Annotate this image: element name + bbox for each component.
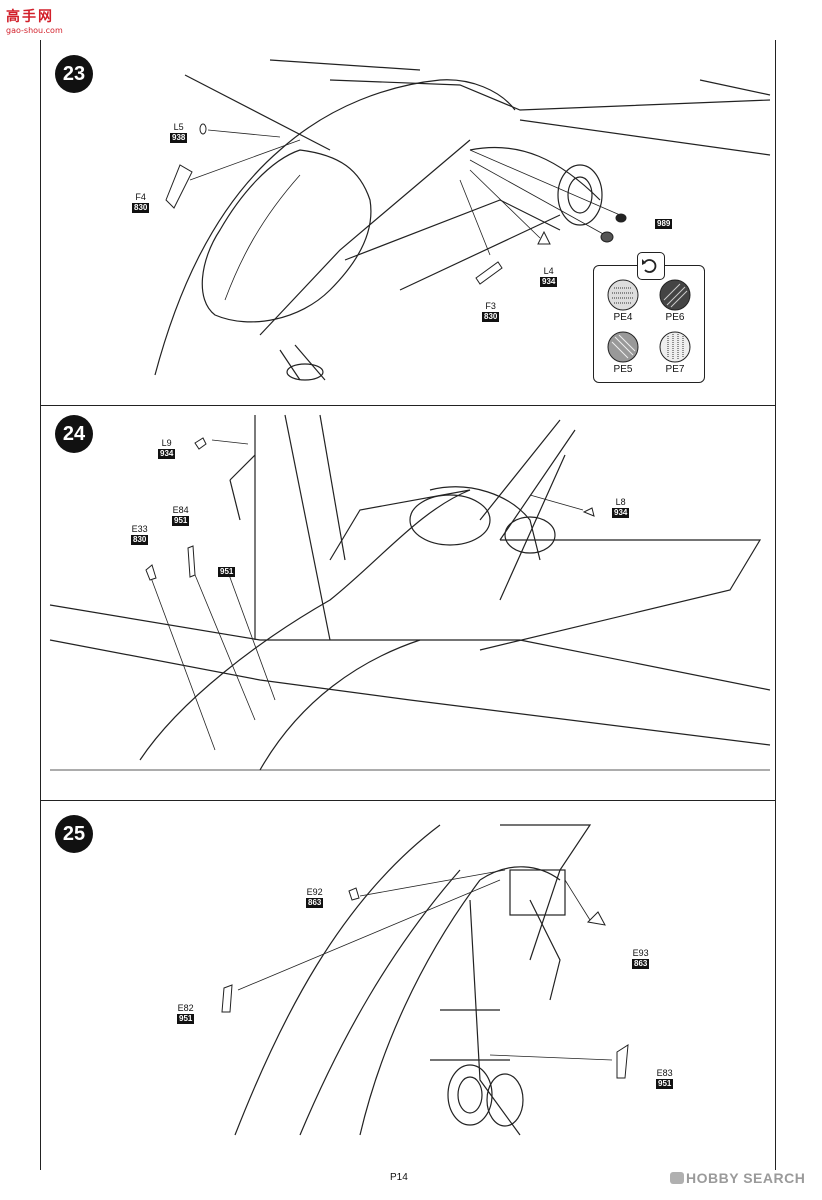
part-name: L8 [615, 497, 626, 507]
rotate-icon [637, 252, 665, 280]
paint-code: 934 [540, 277, 558, 287]
part-l4: L4 934 [540, 266, 558, 287]
part-e82: E82 951 [177, 1003, 195, 1024]
pe-label: PE4 [613, 312, 633, 323]
pe-option: PE7 [650, 330, 700, 375]
part-951: 951 [218, 566, 236, 577]
part-name: E82 [177, 1003, 194, 1013]
paint-code: 934 [612, 508, 630, 518]
paint-code: 951 [172, 516, 190, 526]
hobby-search-logo-icon [670, 1172, 684, 1184]
paint-code: 830 [132, 203, 150, 213]
paint-code: 830 [131, 535, 149, 545]
part-l8: L8 934 [612, 497, 630, 518]
pe-option: PE5 [598, 330, 648, 375]
paint-code: 934 [158, 449, 176, 459]
paint-code: 951 [177, 1014, 195, 1024]
part-name: L9 [161, 438, 172, 448]
pe-label: PE7 [665, 364, 685, 375]
paint-code: 951 [218, 567, 236, 577]
part-name: E84 [172, 505, 189, 515]
part-name: L5 [173, 122, 184, 132]
watermark-text: HOBBY SEARCH [686, 1170, 806, 1186]
pe-label: PE5 [613, 364, 633, 375]
site-logo-url: gao-shou.com [6, 26, 63, 35]
page-frame [40, 40, 776, 1170]
pe6-grille-icon [659, 279, 691, 311]
watermark: HOBBY SEARCH [670, 1170, 805, 1186]
part-name: E93 [632, 948, 649, 958]
paint-code: 989 [655, 219, 673, 229]
step-23-badge: 23 [55, 55, 93, 93]
paint-code: 938 [170, 133, 188, 143]
section-divider [40, 405, 775, 406]
part-989: 989 [655, 218, 673, 229]
site-logo-text: 高手网 [6, 9, 54, 25]
part-name: E83 [656, 1068, 673, 1078]
pe4-grille-icon [607, 279, 639, 311]
step-25-badge: 25 [55, 815, 93, 853]
pe-label: PE6 [665, 312, 685, 323]
part-e92: E92 863 [306, 887, 324, 908]
pe-option: PE4 [598, 278, 648, 323]
part-e83: E83 951 [656, 1068, 674, 1089]
part-l9: L9 934 [158, 438, 176, 459]
part-e84: E84 951 [172, 505, 190, 526]
page-number: P14 [390, 1172, 408, 1183]
paint-code: 951 [656, 1079, 674, 1089]
pe7-grille-icon [659, 331, 691, 363]
part-e93: E93 863 [632, 948, 650, 969]
paint-code: 863 [632, 959, 650, 969]
part-f3: F3 830 [482, 301, 500, 322]
pe-option: PE6 [650, 278, 700, 323]
part-name: L4 [543, 266, 554, 276]
site-logo: 高手网 gao-shou.com [6, 6, 80, 36]
part-name: F4 [135, 192, 146, 202]
photo-etch-options-box: PE4 PE6 PE5 PE7 [593, 252, 705, 383]
step-24-badge: 24 [55, 415, 93, 453]
part-name: E33 [131, 524, 148, 534]
pe5-grille-icon [607, 331, 639, 363]
part-f4: F4 830 [132, 192, 150, 213]
part-name: F3 [485, 301, 496, 311]
section-divider [40, 800, 775, 801]
paint-code: 863 [306, 898, 324, 908]
part-name: E92 [306, 887, 323, 897]
part-l5: L5 938 [170, 122, 188, 143]
paint-code: 830 [482, 312, 500, 322]
part-e33: E33 830 [131, 524, 149, 545]
